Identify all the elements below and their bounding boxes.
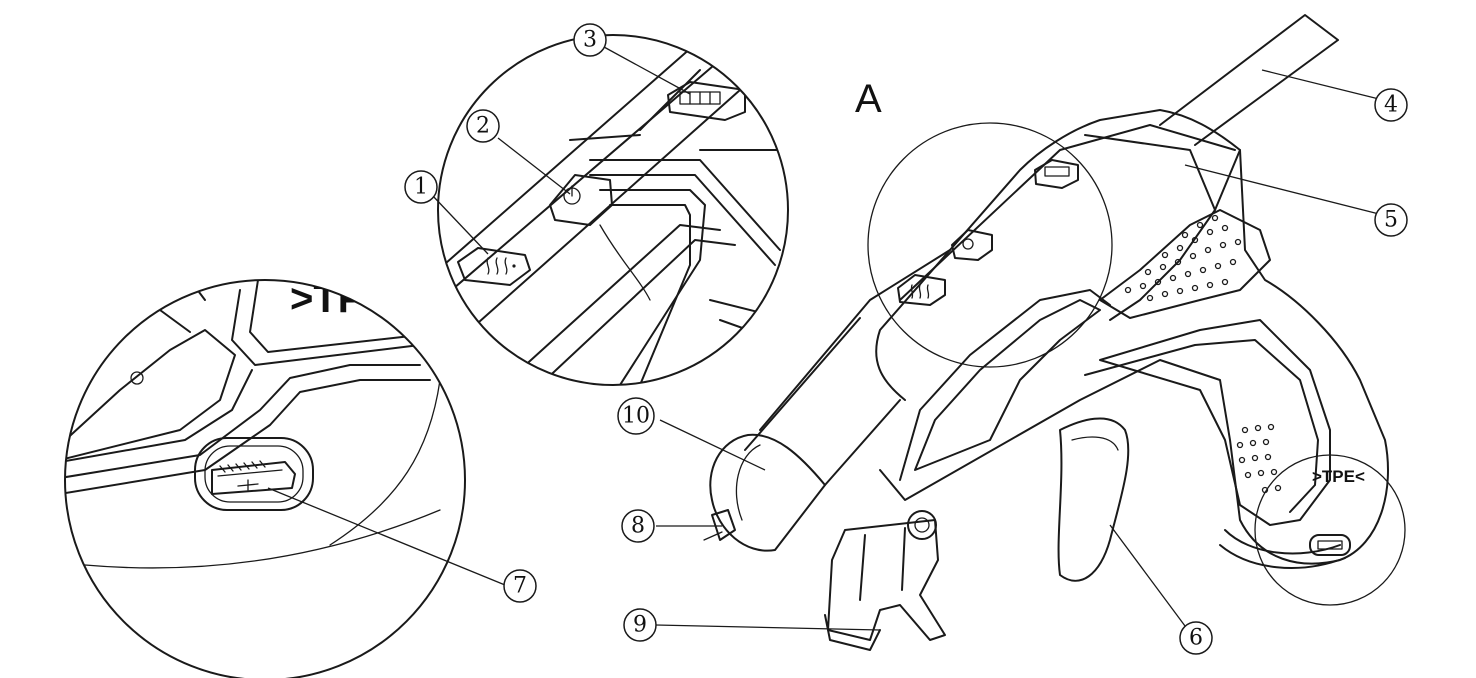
svg-text:7: 7 <box>513 574 527 599</box>
svg-text:5: 5 <box>1384 208 1398 233</box>
body-battery-indicator <box>1034 159 1079 189</box>
glue-stick <box>1159 14 1339 146</box>
callout-10: 10 <box>617 397 655 435</box>
trigger <box>1057 417 1130 582</box>
detail-usb-port: >TP <box>64 277 506 678</box>
nozzle-cap <box>709 433 826 552</box>
svg-text:9: 9 <box>633 613 647 638</box>
callout-3: 3 <box>573 23 607 57</box>
body-usb-port <box>1309 534 1351 556</box>
svg-text:1: 1 <box>414 175 428 200</box>
tpe-mark-detail: >TP <box>290 277 364 321</box>
screw-hole-icon <box>130 371 144 385</box>
heat-button-icon <box>457 247 531 286</box>
callout-9: 9 <box>623 608 657 642</box>
callout-1: 1 <box>404 170 438 204</box>
tpe-mark-body: >TPE< <box>1312 467 1365 486</box>
callout-2: 2 <box>466 109 500 143</box>
view-label: A <box>855 77 882 121</box>
detail-marker-top <box>867 122 1113 368</box>
body-heat-button <box>897 274 946 306</box>
svg-text:3: 3 <box>583 28 597 53</box>
detail-top-buttons <box>431 34 789 386</box>
detail-marker-usb <box>1254 454 1406 606</box>
stand <box>824 510 946 651</box>
callout-5: 5 <box>1374 203 1408 237</box>
nozzle-tip <box>703 509 736 541</box>
grip-texture <box>1124 214 1282 494</box>
svg-text:2: 2 <box>476 114 490 139</box>
svg-text:4: 4 <box>1384 93 1398 118</box>
body-power-button <box>951 229 993 261</box>
usb-port-icon <box>194 437 314 511</box>
svg-text:10: 10 <box>622 404 650 429</box>
power-button-icon <box>549 174 613 226</box>
glue-gun-body: >TPE< <box>703 14 1389 651</box>
svg-text:8: 8 <box>631 514 645 539</box>
callout-8: 8 <box>621 509 655 543</box>
callout-7: 7 <box>503 569 537 603</box>
svg-text:6: 6 <box>1189 626 1203 651</box>
callout-6: 6 <box>1179 621 1213 655</box>
callout-4: 4 <box>1374 88 1408 122</box>
